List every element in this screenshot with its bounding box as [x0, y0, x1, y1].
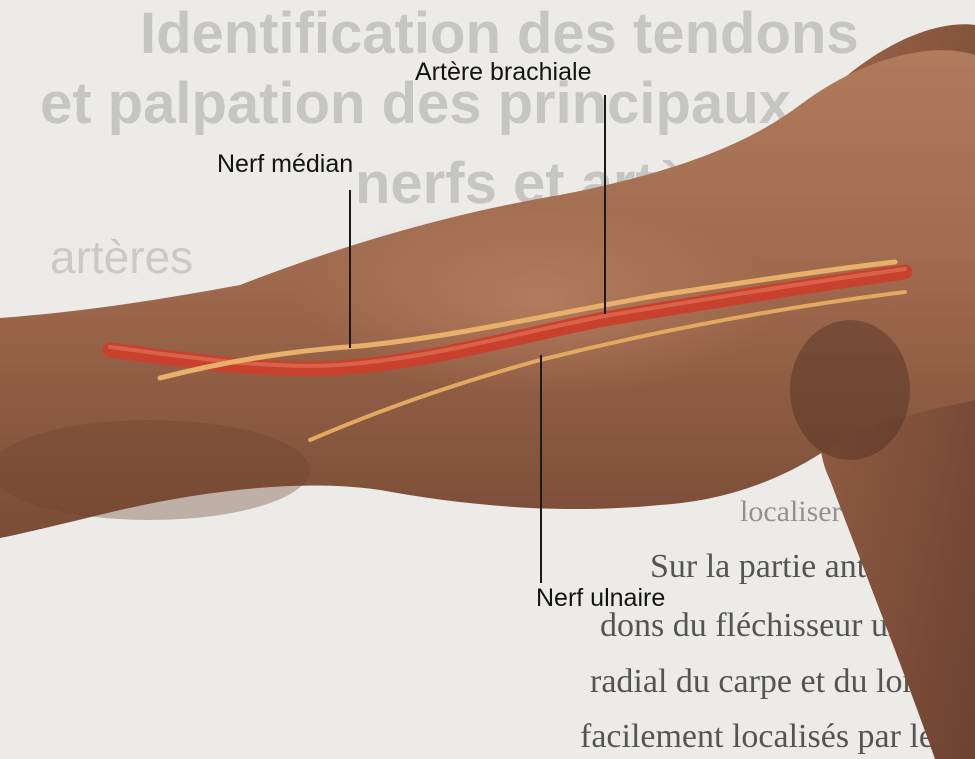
label-artere-brachiale: Artère brachiale — [415, 58, 591, 87]
armpit-shadow — [790, 320, 910, 460]
elbow-shadow — [0, 420, 310, 520]
label-nerf-ulnaire: Nerf ulnaire — [536, 584, 665, 613]
label-nerf-median: Nerf médian — [217, 150, 353, 179]
